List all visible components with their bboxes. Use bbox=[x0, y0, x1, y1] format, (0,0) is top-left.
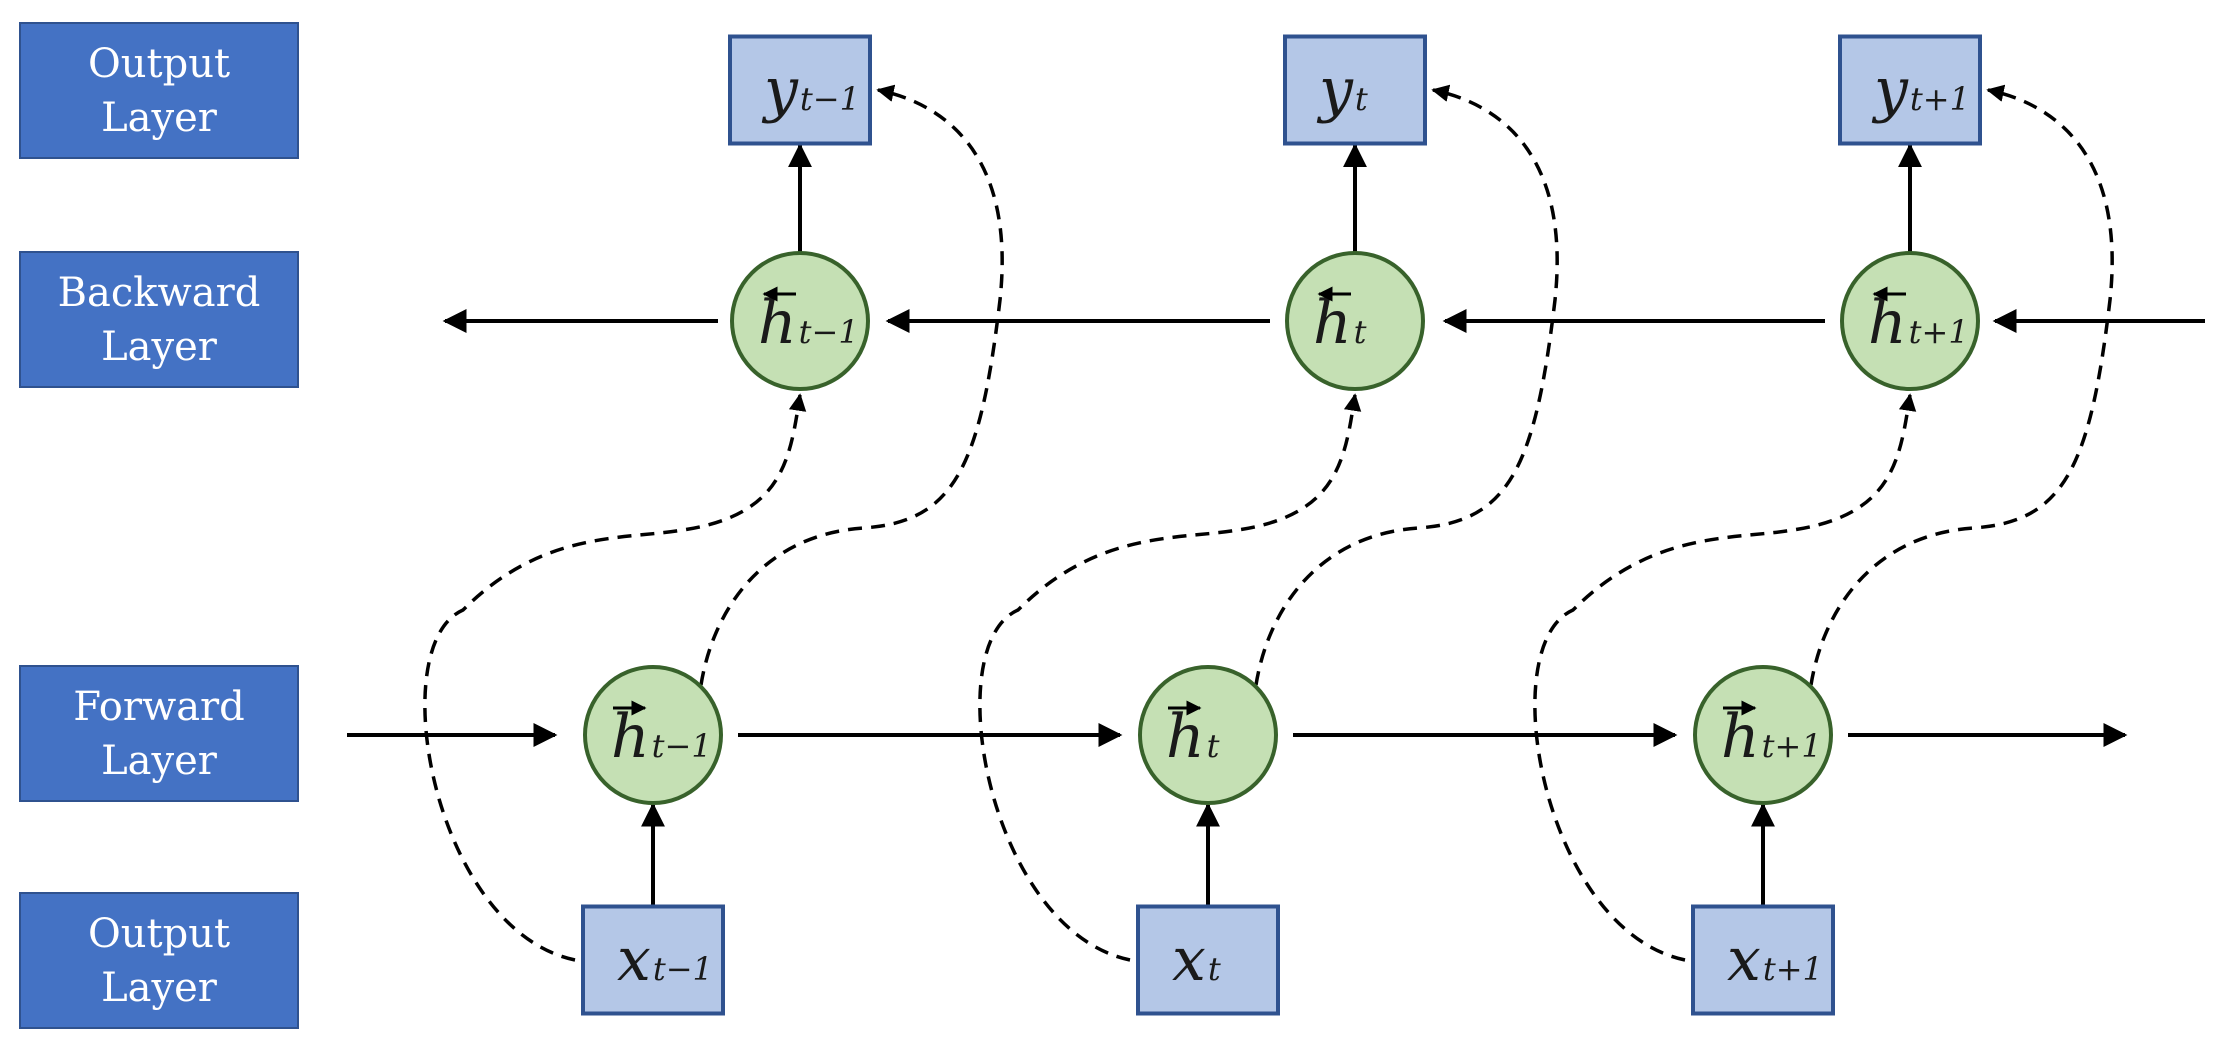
output-node-2-box bbox=[1838, 34, 1982, 146]
symbol: x bbox=[1172, 925, 1206, 995]
output-node-1: yt bbox=[1283, 34, 1427, 146]
subscript: t bbox=[1208, 950, 1221, 988]
subscript: t bbox=[1207, 727, 1220, 765]
output-node-0-text: yt−1 bbox=[761, 55, 860, 125]
output-layer-label-top: Output Layer bbox=[19, 22, 299, 159]
forward-layer-label: Forward Layer bbox=[19, 665, 299, 802]
forward-hidden-node-1-circle bbox=[1138, 665, 1278, 805]
forward-to-output-dashed bbox=[1254, 84, 1559, 686]
output-node-1-box bbox=[1283, 34, 1427, 146]
output-node-0-box bbox=[728, 34, 872, 146]
label-line: Backward bbox=[57, 269, 261, 316]
label-line: Forward bbox=[73, 683, 245, 730]
input-node-1-box bbox=[1136, 904, 1280, 1016]
subscript: t−1 bbox=[653, 950, 713, 988]
backward-hidden-node-0: ht−1 bbox=[730, 251, 870, 391]
label-line: Output bbox=[87, 40, 231, 87]
label-line: Layer bbox=[101, 737, 217, 784]
output-layer-label-bottom: Output Layer bbox=[19, 892, 299, 1029]
subscript: t bbox=[1355, 80, 1368, 118]
symbol: x bbox=[617, 925, 651, 995]
forward-to-output-dashed bbox=[699, 84, 1004, 686]
input-node-1-text: xt bbox=[1172, 925, 1221, 995]
label-line: Layer bbox=[101, 94, 217, 141]
input-to-backward-dashed bbox=[1533, 393, 1917, 962]
backward-hidden-node-1: ht bbox=[1285, 251, 1425, 391]
symbol: h bbox=[1868, 288, 1907, 358]
symbol: h bbox=[611, 702, 650, 772]
forward-hidden-node-2-circle bbox=[1693, 665, 1833, 805]
symbol: h bbox=[1721, 702, 1760, 772]
label-line: Layer bbox=[101, 964, 217, 1011]
forward-hidden-node-0: ht−1 bbox=[583, 665, 723, 805]
subscript: t+1 bbox=[1763, 950, 1823, 988]
input-node-2: xt+1 bbox=[1691, 904, 1835, 1016]
output-node-2: yt+1 bbox=[1838, 34, 1982, 146]
symbol: h bbox=[1166, 702, 1205, 772]
forward-hidden-node-1: ht bbox=[1138, 665, 1278, 805]
input-node-0-text: xt−1 bbox=[617, 925, 713, 995]
output-node-1-text: yt bbox=[1316, 55, 1368, 125]
backward-layer-label: Backward Layer bbox=[19, 251, 299, 388]
subscript: t−1 bbox=[800, 80, 860, 118]
subscript: t+1 bbox=[1910, 80, 1970, 118]
symbol: y bbox=[1871, 55, 1909, 125]
subscript: t−1 bbox=[652, 727, 712, 765]
symbol: x bbox=[1727, 925, 1761, 995]
input-to-backward-dashed bbox=[423, 393, 807, 962]
output-node-0: yt−1 bbox=[728, 34, 872, 146]
symbol: h bbox=[758, 288, 797, 358]
label-line: Output bbox=[87, 910, 231, 957]
symbol: h bbox=[1313, 288, 1352, 358]
input-node-2-box bbox=[1691, 904, 1835, 1016]
edges-group bbox=[347, 84, 2205, 962]
label-line: Layer bbox=[101, 323, 217, 370]
input-to-backward-dashed bbox=[978, 393, 1362, 962]
symbol: y bbox=[1316, 55, 1354, 125]
forward-hidden-node-0-circle bbox=[583, 665, 723, 805]
input-node-1: xt bbox=[1136, 904, 1280, 1016]
forward-to-output-dashed bbox=[1809, 84, 2114, 686]
symbol: y bbox=[761, 55, 799, 125]
backward-hidden-node-2: ht+1 bbox=[1840, 251, 1980, 391]
output-node-2-text: yt+1 bbox=[1871, 55, 1970, 125]
input-node-0-box bbox=[581, 904, 725, 1016]
subscript: t−1 bbox=[799, 313, 859, 351]
input-node-0: xt−1 bbox=[581, 904, 725, 1016]
forward-hidden-node-2-text: ht+1 bbox=[1721, 702, 1822, 772]
subscript: t bbox=[1354, 313, 1367, 351]
subscript: t+1 bbox=[1762, 727, 1822, 765]
subscript: t+1 bbox=[1909, 313, 1969, 351]
input-node-2-text: xt+1 bbox=[1727, 925, 1823, 995]
forward-hidden-node-2: ht+1 bbox=[1693, 665, 1833, 805]
